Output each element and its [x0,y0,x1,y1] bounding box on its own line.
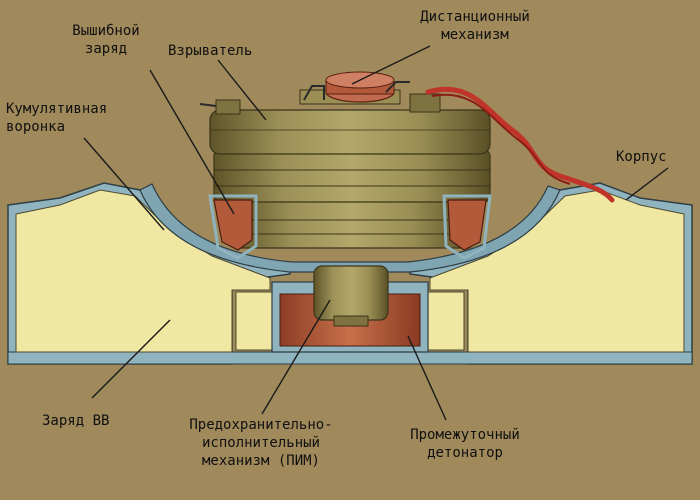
label-fuze: Взрыватель [168,43,253,59]
leader-hollow-charge [149,69,235,215]
expelling-charges [208,194,492,260]
leader-fuze [217,59,267,121]
expelling-charge-left [213,199,253,251]
expelling-charge-right [447,199,487,251]
fuze-body-lower [231,199,473,249]
leader-intermediate-detonator [407,335,447,421]
explosive-under-left [235,291,273,351]
leader-lines [83,45,669,421]
safety-mechanism-body [313,265,389,321]
label-intermediate-detonator: Промежуточный детонатор [410,427,520,461]
label-body: Корпус [616,149,667,165]
fuze-assembly [199,89,491,249]
detonator-block [271,265,429,353]
leader-cumulative-funnel [83,137,165,231]
fuze-top-fitting-left [215,99,241,115]
explosive-under-right [427,291,465,351]
fuze-top-fitting-right [409,93,441,113]
label-hollow-charge: Вышибной заряд [72,23,140,57]
label-cumulative-funnel: Кумулятивная воронка [6,101,108,135]
casing-bottom-plate [7,351,693,365]
fuze-body-mid [213,149,491,203]
label-explosive-charge: Заряд ВВ [42,413,110,429]
explosive-left [15,189,271,353]
label-safety-mechanism: Предохранительно- исполнительный механиз… [189,417,333,469]
leader-distance-mechanism [351,45,431,85]
label-distance-mechanism: Дистанционный механизм [420,9,530,43]
cumulative-funnel [139,183,561,273]
leader-safety-mechanism [261,299,331,415]
fuze-body-top [209,109,491,155]
red-wire [425,86,615,203]
leader-body [625,167,669,201]
explosive-charge [15,189,685,353]
leader-explosive-charge [91,319,171,399]
